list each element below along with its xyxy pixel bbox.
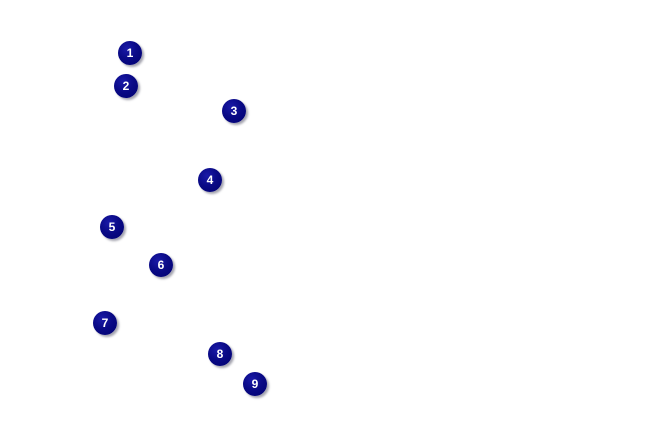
marker-6[interactable]: 6 <box>149 253 173 277</box>
marker-8[interactable]: 8 <box>208 342 232 366</box>
marker-3-label: 3 <box>230 103 238 118</box>
marker-9-label: 9 <box>251 376 259 391</box>
marker-7[interactable]: 7 <box>93 311 117 335</box>
marker-8-label: 8 <box>216 346 224 361</box>
marker-9[interactable]: 9 <box>243 372 267 396</box>
marker-2[interactable]: 2 <box>114 74 138 98</box>
marker-5[interactable]: 5 <box>100 215 124 239</box>
marker-1[interactable]: 1 <box>118 41 142 65</box>
marker-7-label: 7 <box>101 315 109 330</box>
marker-1-label: 1 <box>126 45 134 60</box>
marker-3[interactable]: 3 <box>222 99 246 123</box>
marker-2-label: 2 <box>122 78 130 93</box>
marker-6-label: 6 <box>157 257 165 272</box>
marker-4-label: 4 <box>206 172 214 187</box>
marker-5-label: 5 <box>108 219 116 234</box>
marker-4[interactable]: 4 <box>198 168 222 192</box>
